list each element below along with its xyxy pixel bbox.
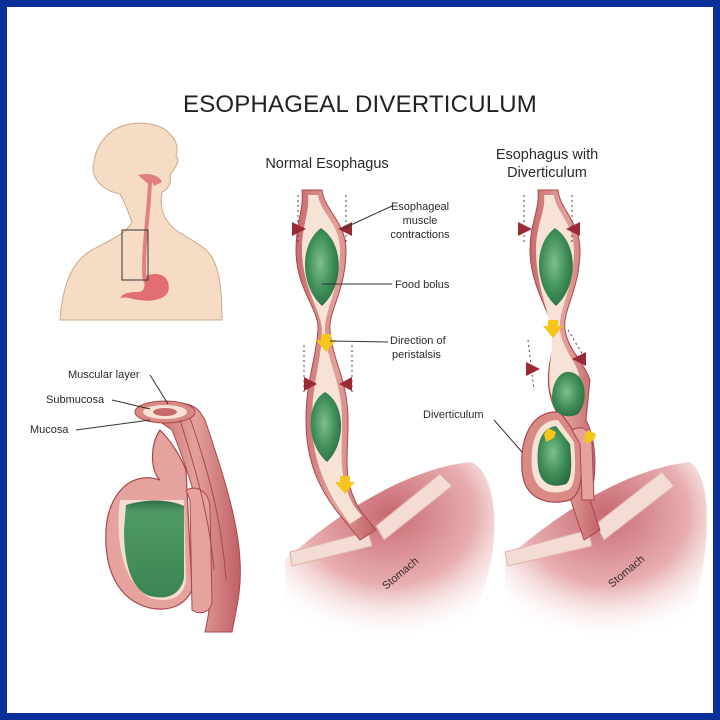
- label-submucosa: Submucosa: [46, 394, 105, 406]
- label-food-bolus: Food bolus: [395, 279, 450, 291]
- food-bolus-upper-2: [538, 228, 573, 306]
- normal-esophagus: [285, 189, 495, 634]
- bolus-in-pouch: [124, 500, 184, 598]
- diverticulum-heading-2: Diverticulum: [507, 165, 587, 181]
- body-silhouette: [59, 122, 223, 321]
- body-figure: [59, 122, 223, 321]
- diagram-title: ESOPHAGEAL DIVERTICULUM: [183, 91, 537, 118]
- contraction-arrow-icon: [518, 222, 532, 236]
- label-contractions-1: Esophageal: [391, 201, 449, 213]
- food-bolus-lower: [310, 392, 342, 462]
- label-contractions-2: muscle: [403, 215, 438, 227]
- contraction-arrow-icon: [292, 222, 306, 236]
- cutaway-labels: Muscular layer Submucosa Mucosa: [30, 369, 169, 436]
- contraction-arrow-icon: [566, 222, 580, 236]
- peristalsis-arrow-icon: [335, 476, 355, 494]
- contraction-arrow-icon: [572, 352, 586, 366]
- label-contractions-3: contractions: [390, 229, 450, 241]
- misdirected-arrow-icon: [584, 430, 596, 444]
- food-bolus-mid: [552, 371, 585, 417]
- peristalsis-arrow-icon: [316, 334, 336, 352]
- diverticulum-esophagus: [504, 189, 707, 634]
- contraction-arrow-icon: [339, 377, 352, 391]
- body-esophagus: [138, 173, 162, 291]
- label-mucosa: Mucosa: [30, 424, 69, 436]
- diverticulum-stomach: [505, 462, 707, 634]
- label-diverticulum: Diverticulum: [423, 409, 484, 421]
- contraction-arrow-icon: [304, 377, 317, 391]
- cutaway-esophagus: [105, 400, 241, 633]
- diverticulum-heading-1: Esophagus with: [496, 147, 598, 163]
- label-peristalsis-2: peristalsis: [392, 349, 441, 361]
- contraction-arrow-icon: [526, 362, 540, 376]
- label-peristalsis-1: Direction of: [390, 335, 447, 347]
- body-stomach: [120, 273, 169, 301]
- peristalsis-arrow-icon: [543, 320, 563, 338]
- highlight-box: [121, 229, 149, 281]
- misdirected-arrow-icon: [544, 428, 556, 442]
- food-bolus-upper: [304, 228, 339, 306]
- normal-stomach: [285, 462, 495, 634]
- normal-heading: Normal Esophagus: [265, 156, 388, 172]
- label-muscular-layer: Muscular layer: [68, 369, 140, 381]
